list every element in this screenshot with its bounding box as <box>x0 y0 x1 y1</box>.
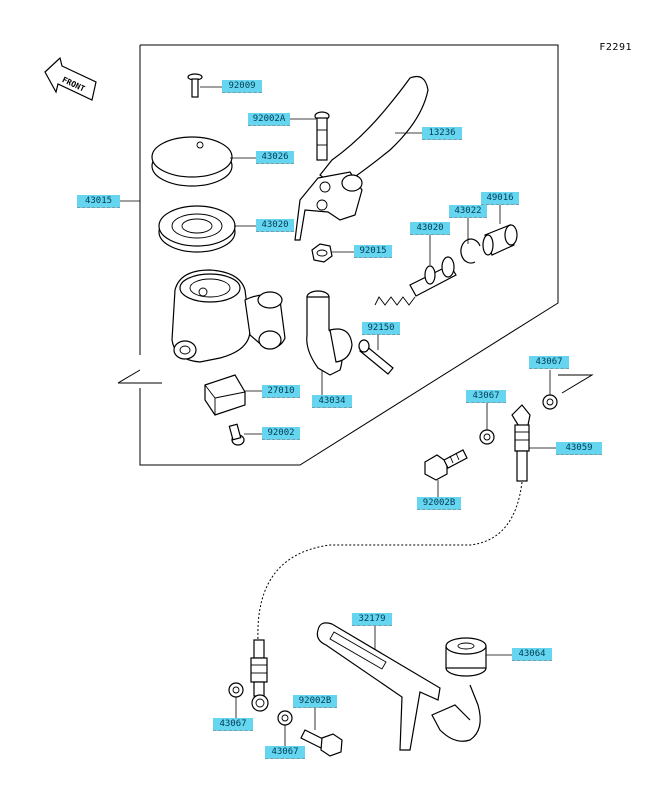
reservoir-screw <box>187 73 222 98</box>
callout-92015[interactable]: 92015 <box>354 245 392 258</box>
brake-lever <box>294 75 429 241</box>
washer-upper-mid <box>479 402 495 445</box>
switch-screw <box>228 423 262 446</box>
circlip <box>460 218 481 264</box>
banjo-bolt-upper <box>424 449 468 498</box>
piston-assembly <box>374 235 457 306</box>
callout-92009[interactable]: 92009 <box>222 80 262 93</box>
master-cylinder-body <box>120 200 286 363</box>
hose-grommet <box>445 637 512 677</box>
callout-92002B-lower[interactable]: 92002B <box>293 695 337 708</box>
callout-43064[interactable]: 43064 <box>512 648 552 661</box>
callout-43015[interactable]: 43015 <box>77 195 120 208</box>
callout-49016[interactable]: 49016 <box>481 192 519 205</box>
banjo-bolt-lower <box>300 708 343 757</box>
diagram-code: F2291 <box>599 42 632 53</box>
callout-43020-piston[interactable]: 43020 <box>410 222 450 235</box>
diaphragm <box>158 205 256 253</box>
brake-light-switch <box>204 374 262 416</box>
pivot-bolt <box>290 111 330 161</box>
callout-92002[interactable]: 92002 <box>262 427 300 440</box>
callout-43067-upper-right[interactable]: 43067 <box>529 356 569 369</box>
callout-43067-upper-mid[interactable]: 43067 <box>466 390 506 403</box>
holder-bolt <box>358 335 394 375</box>
callout-43020-diaphragm[interactable]: 43020 <box>256 219 294 232</box>
callout-43022[interactable]: 43022 <box>449 205 487 218</box>
assembly-frame <box>117 44 594 466</box>
callout-43067-lower-left[interactable]: 43067 <box>213 718 253 731</box>
dust-boot <box>482 205 518 256</box>
front-arrow-icon: FRONT <box>44 56 97 101</box>
brake-hose <box>257 481 523 641</box>
callout-92002A[interactable]: 92002A <box>248 113 290 126</box>
hose-bracket <box>316 622 441 751</box>
reservoir-cap <box>151 136 256 187</box>
hose-clamp <box>431 684 481 742</box>
lever-holder <box>306 290 353 397</box>
callout-43026[interactable]: 43026 <box>256 151 294 164</box>
lever-nut <box>311 243 354 263</box>
callout-43034[interactable]: 43034 <box>312 395 352 408</box>
callout-92002B-upper[interactable]: 92002B <box>417 497 461 510</box>
washer-upper-right <box>542 370 558 410</box>
callout-43067-lower-mid[interactable]: 43067 <box>265 746 305 759</box>
callout-43059[interactable]: 43059 <box>556 442 602 455</box>
washer-lower-left <box>228 682 244 719</box>
brake-hose-fitting-upper <box>511 404 556 482</box>
callout-27010[interactable]: 27010 <box>262 385 300 398</box>
washer-lower-mid <box>277 710 293 746</box>
brake-hose-fitting-lower <box>250 639 269 712</box>
callout-92150[interactable]: 92150 <box>362 322 400 335</box>
callout-32179[interactable]: 32179 <box>352 613 392 626</box>
callout-13236[interactable]: 13236 <box>422 127 462 140</box>
